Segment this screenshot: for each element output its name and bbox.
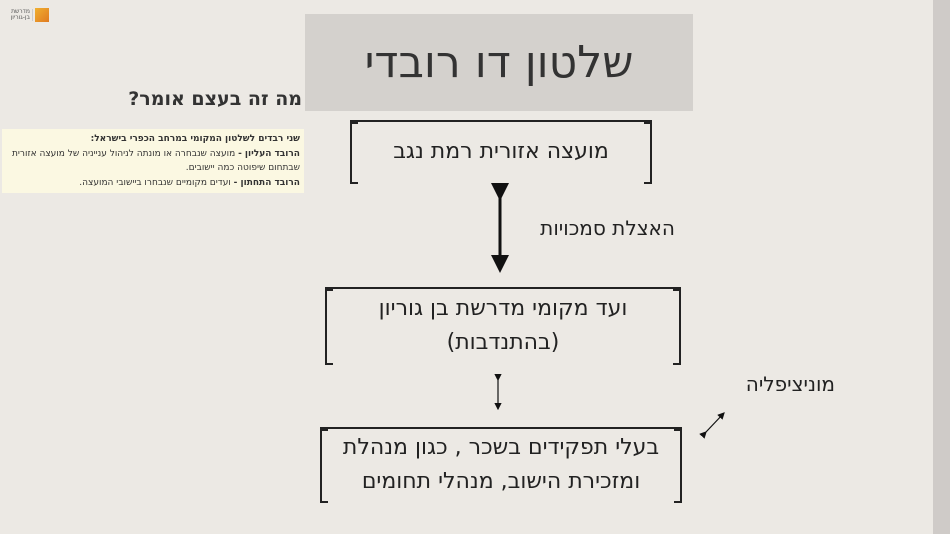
note-heading: שני רבדים לשלטון המקומי במרחב הכפרי בישר… [90,134,300,144]
logo: מדרשת בן-גוריון [6,5,52,25]
title-box: שלטון דו רובדי [305,14,693,111]
box-text: מועצה אזורית רמת נגב [393,139,609,164]
note-box: שני רבדים לשלטון המקומי במרחב הכפרי בישר… [2,129,304,193]
note-upper-text: מועצה שנבחרה או מונתה לניהול ענייניה של … [12,148,300,174]
note-upper-label: הרובד העליון - [238,148,300,159]
box-text: ומזכירת הישוב, מנהלי תחומים [361,469,641,494]
slide-title: שלטון דו רובדי [364,37,634,88]
note-lower-label: הרובד התחתון - [233,177,300,188]
delegation-label: האצלת סמכויות [540,216,675,240]
question-heading: מה זה בעצם אומר? [128,88,302,110]
diagonal-arrow-icon [699,412,725,439]
municipality-label: מוניציפליה [745,372,835,396]
box-paid-staff: בעלי תפקידים בשכר , כגון מנהלת ומזכירת ה… [320,427,682,503]
logo-text: מדרשת בן-גוריון [6,9,33,21]
box-text: (בהתנדבות) [446,330,560,355]
note-lower-text: ועדים מקומיים שנבחרו ביישובי המועצה. [79,177,234,188]
box-local-committee: ועד מקומי מדרשת בן גוריון (בהתנדבות) [325,287,681,365]
box-text: בעלי תפקידים בשכר , כגון מנהלת [342,435,660,460]
slide-edge-strip [933,0,950,534]
logo-icon [35,8,49,22]
box-text: ועד מקומי מדרשת בן גוריון [378,296,628,321]
box-regional-council: מועצה אזורית רמת נגב [350,120,652,184]
